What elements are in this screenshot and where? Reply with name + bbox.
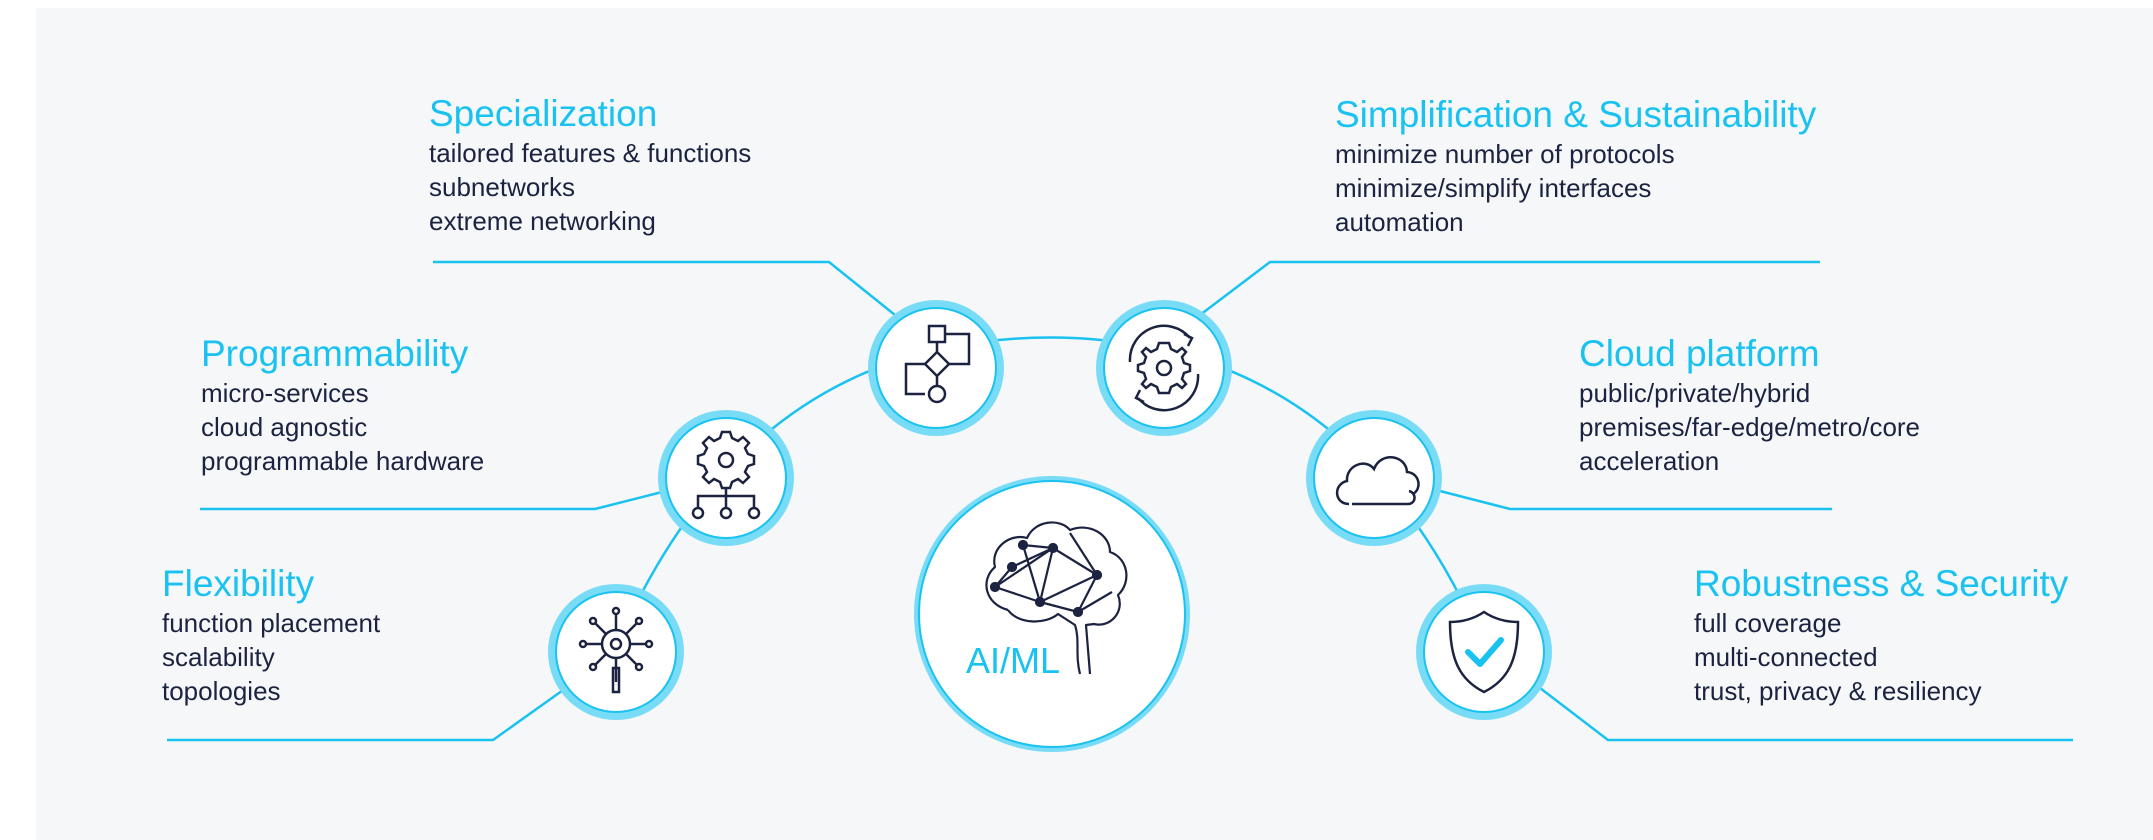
leader-line-programmability	[200, 488, 671, 511]
cloud-icon	[1335, 456, 1420, 506]
leader-line-cloud	[1435, 488, 1832, 511]
simplification-title: Simplification & Sustainability	[1335, 94, 1817, 135]
center-label: AI/ML	[966, 640, 1061, 681]
cloud-block: Cloud platform public/private/hybrid pre…	[1579, 332, 1920, 478]
robustness-item: multi-connected	[1694, 642, 1878, 672]
simplification-block: Simplification & Sustainability minimize…	[1335, 93, 1816, 239]
node-flexibility[interactable]	[548, 584, 684, 720]
leader-line-robustness	[1539, 687, 2073, 742]
leader-line-simplification	[1199, 260, 1820, 316]
robustness-item: trust, privacy & resiliency	[1694, 676, 1982, 706]
node-simplification[interactable]	[1096, 300, 1232, 436]
shield-check-icon	[1448, 610, 1520, 694]
specialization-item: tailored features & functions	[429, 138, 752, 168]
flexibility-item: scalability	[162, 642, 275, 672]
node-cloud[interactable]	[1306, 410, 1442, 546]
robustness-block: Robustness & Security full coverage mult…	[1694, 562, 2068, 708]
brain-network-icon	[985, 521, 1128, 675]
node-robustness[interactable]	[1416, 584, 1552, 720]
node-programmability[interactable]	[658, 410, 794, 546]
specialization-block: Specialization tailored features & funct…	[429, 92, 751, 238]
flexibility-item: function placement	[162, 608, 381, 638]
programmability-block: Programmability micro-services cloud agn…	[201, 332, 484, 478]
flexibility-item: topologies	[162, 676, 281, 706]
cloud-item: acceleration	[1579, 446, 1720, 476]
simplification-item: automation	[1335, 207, 1464, 237]
leader-line-specialization	[433, 260, 896, 316]
simplification-item: minimize/simplify interfaces	[1335, 173, 1652, 203]
node-specialization[interactable]	[868, 300, 1004, 436]
cloud-item: public/private/hybrid	[1579, 378, 1811, 408]
cloud-title: Cloud platform	[1579, 333, 1820, 374]
specialization-title: Specialization	[429, 93, 658, 134]
gear-cycle-icon	[1128, 324, 1200, 412]
programmability-item: programmable hardware	[201, 446, 485, 476]
simplification-item: minimize number of protocols	[1335, 139, 1675, 169]
robustness-title: Robustness & Security	[1694, 563, 2069, 604]
gear-search-icon	[578, 606, 654, 694]
gear-hierarchy-icon	[691, 430, 761, 520]
specialization-item: subnetworks	[429, 172, 575, 202]
robustness-item: full coverage	[1694, 608, 1842, 638]
flexibility-block: Flexibility function placement scalabili…	[162, 562, 380, 708]
leader-line-flexibility	[167, 686, 567, 742]
center-node[interactable]	[914, 476, 1190, 752]
programmability-item: cloud agnostic	[201, 412, 368, 442]
flexibility-title: Flexibility	[162, 563, 315, 604]
specialization-item: extreme networking	[429, 206, 656, 236]
programmability-item: micro-services	[201, 378, 369, 408]
cloud-item: premises/far-edge/metro/core	[1579, 412, 1921, 442]
flowchart-icon	[904, 324, 971, 404]
programmability-title: Programmability	[201, 333, 469, 374]
